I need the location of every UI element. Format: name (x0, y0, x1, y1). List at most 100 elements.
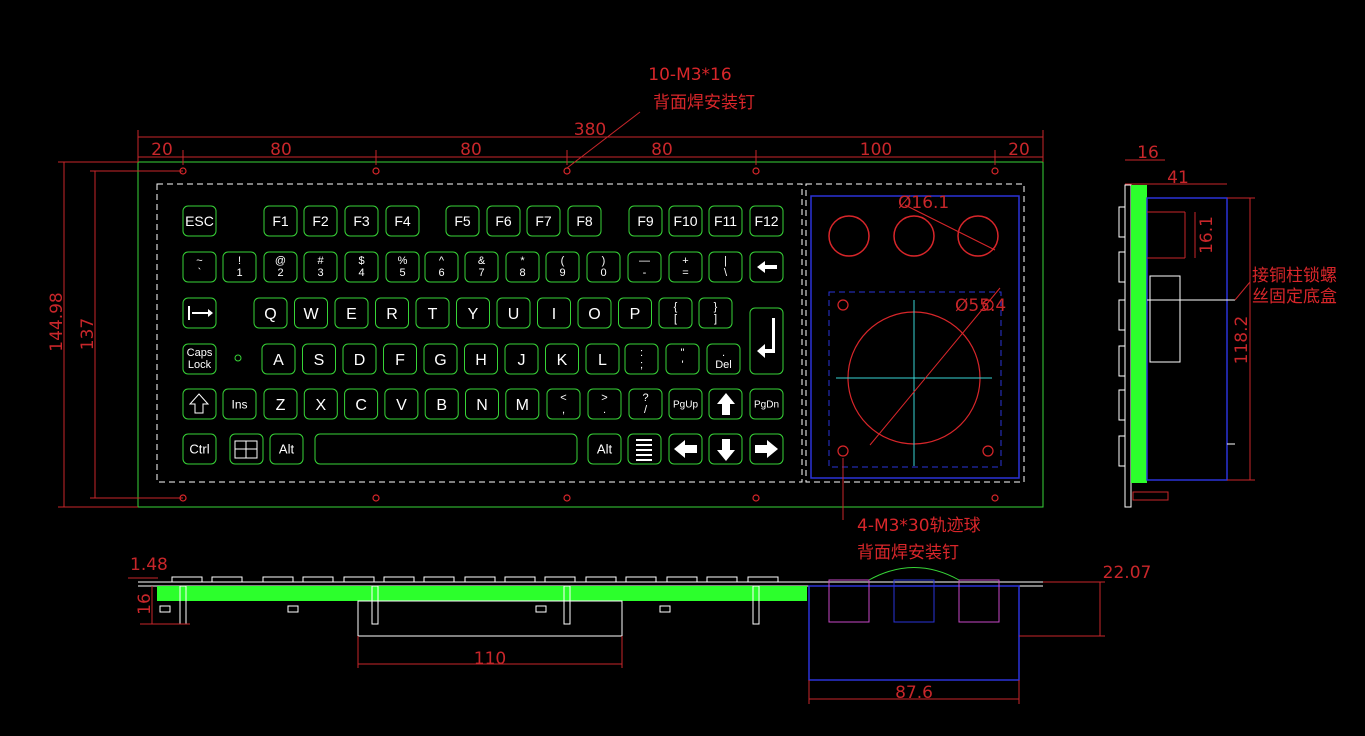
key-pgup: PgUp (668, 388, 703, 420)
key-c: C (344, 388, 379, 420)
key-num-9: (9 (545, 251, 580, 283)
key-f10: F10 (668, 205, 703, 237)
key-del: .Del (706, 343, 741, 375)
dim-137: 137 (78, 318, 98, 350)
key-num-0-label: ` (198, 267, 202, 279)
key-punct-0-label: : (640, 347, 643, 359)
key-punct4-2-label: ? (642, 392, 648, 404)
key-bracket-1-label: ] (714, 313, 717, 325)
key-f8: F8 (567, 205, 602, 237)
key-pgdn: PgDn (749, 388, 784, 420)
key-b-label: B (436, 397, 447, 414)
key-alt-left-label: Alt (279, 442, 295, 457)
key-num-0-label: ~ (196, 255, 202, 267)
key-m-label: M (516, 397, 529, 414)
key-pgup-label: PgUp (673, 400, 698, 411)
key-b: B (424, 388, 459, 420)
dim-bottom-1-48: 1.48 (130, 555, 168, 575)
dim-380: 380 (574, 120, 606, 140)
key-q-label: Q (264, 306, 276, 323)
key-bracket-1: }] (698, 297, 733, 329)
key-o-label: O (588, 306, 600, 323)
key-num-5-label: 5 (399, 267, 405, 279)
dim-side-16-1: 16.1 (1197, 216, 1217, 254)
key-m: M (505, 388, 540, 420)
key-area-outline (156, 183, 803, 483)
key-p: P (618, 297, 652, 329)
key-ctrl: Ctrl (182, 433, 217, 465)
key-i-label: I (552, 306, 556, 323)
key-f6: F6 (486, 205, 521, 237)
key-alt-right: Alt (587, 433, 622, 465)
key-f1-label: F1 (272, 213, 289, 229)
key-f6-label: F6 (495, 213, 512, 229)
key-punct4-0-label: , (562, 404, 565, 416)
key-punct-1: "' (665, 343, 700, 375)
key-num-1: !1 (222, 251, 257, 283)
key-o: O (577, 297, 612, 329)
key-del-label: Del (715, 359, 732, 371)
key-z: Z (263, 388, 298, 420)
key-num-13: |\ (708, 251, 743, 283)
note-trackball-2: 背面焊安装钉 (857, 543, 959, 563)
diameter-leader (869, 287, 1001, 446)
note-top-2: 背面焊安装钉 (653, 93, 755, 113)
key-f: F (383, 343, 417, 375)
small-diameter-leader (904, 204, 996, 251)
key-num-11-label: — (639, 255, 650, 267)
key-r-label: R (386, 306, 398, 323)
key-z-label: Z (276, 397, 286, 414)
key-windows (229, 433, 264, 465)
panel-outline (137, 161, 1044, 508)
key-ctrl-label: Ctrl (189, 442, 209, 457)
key-f3: F3 (344, 205, 379, 237)
key-punct-1-label: " (681, 347, 685, 359)
front-dimension-lines (58, 111, 1044, 520)
key-x: X (303, 388, 338, 420)
key-num-5-label: % (398, 255, 408, 267)
dim-bottom-22-07: 22.07 (1103, 563, 1152, 583)
key-num-12-label: = (682, 267, 688, 279)
key-punct4-1-label: . (603, 404, 606, 416)
key-num-10-label: ) (602, 255, 606, 267)
key-t: T (415, 297, 450, 329)
key-punct4-2-label: / (644, 404, 648, 416)
key-num-4-label: $ (358, 255, 364, 267)
key-f2: F2 (303, 205, 338, 237)
dim-seg-5: 100 (860, 140, 892, 160)
key-num-0: ~` (182, 251, 217, 283)
key-caps-lock-label: Caps (187, 347, 213, 359)
key-alt-left: Alt (269, 433, 304, 465)
side-dimension-lines (1125, 159, 1255, 481)
key-punct4-1: >. (587, 388, 622, 420)
key-num-1-label: ! (238, 255, 241, 267)
key-f3-label: F3 (353, 213, 370, 229)
key-bracket-1-label: } (714, 301, 718, 313)
key-num-8-label: * (520, 255, 525, 267)
key-num-12-label: + (682, 255, 688, 267)
key-num-10-label: 0 (600, 267, 606, 279)
key-esc: ESC (182, 205, 217, 237)
key-t-label: T (428, 306, 438, 323)
key-menu (627, 433, 662, 465)
key-num-8: *8 (505, 251, 540, 283)
key-punct4-2: ?/ (628, 388, 663, 420)
key-y-label: Y (468, 306, 479, 323)
note-side-2: 丝固定底盒 (1252, 287, 1337, 307)
key-num-3-label: 3 (317, 267, 323, 279)
key-num-9-label: ( (561, 255, 565, 267)
key-c-label: C (355, 397, 367, 414)
key-r: R (375, 297, 409, 329)
key-f11-label: F11 (714, 213, 737, 229)
key-f9-label: F9 (637, 213, 654, 229)
key-num-12: += (668, 251, 703, 283)
key-num-2-label: @ (275, 255, 286, 267)
key-f2-label: F2 (312, 213, 329, 229)
key-num-13-label: | (724, 255, 727, 267)
trackball-area-outline (805, 183, 1025, 483)
key-a: A (261, 343, 296, 375)
button-circle-1 (828, 215, 870, 257)
trackball-box (810, 195, 1020, 479)
key-caps-lock-label: Lock (188, 359, 212, 371)
